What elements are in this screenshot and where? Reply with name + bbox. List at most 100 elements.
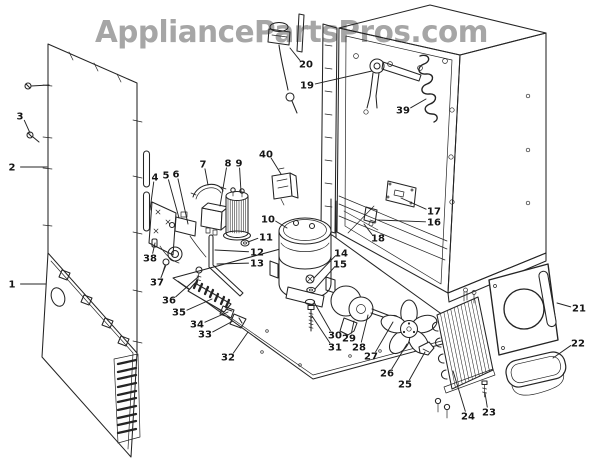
part-number-38: 38: [143, 254, 157, 265]
leader-line-14: [313, 255, 336, 279]
leader-line-28: [360, 314, 369, 343]
leader-line-36: [175, 276, 199, 298]
cover-plate: [385, 180, 417, 208]
part-number-1: 1: [9, 280, 16, 291]
leader-line-10: [275, 220, 288, 229]
part-number-8: 8: [225, 159, 232, 170]
part-number-12: 12: [250, 248, 264, 259]
part-number-2: 2: [9, 163, 16, 174]
part-number-3: 3: [17, 112, 24, 123]
control-bracket-drawing: [148, 167, 299, 329]
bolt-31: [307, 304, 315, 332]
leader-line-6: [177, 178, 189, 225]
part-number-35: 35: [172, 308, 186, 319]
cabinet-drawing: [267, 4, 547, 303]
part-number-33: 33: [198, 330, 212, 341]
clip-25: [418, 341, 435, 356]
part-number-26: 26: [380, 369, 394, 380]
part-number-30: 30: [328, 331, 342, 342]
part-number-20: 20: [299, 60, 313, 71]
leader-line-3: [23, 119, 31, 134]
part-number-19: 19: [300, 81, 314, 92]
part-number-25: 25: [398, 380, 412, 391]
relay-box: [200, 202, 229, 236]
part-number-4: 4: [152, 173, 159, 184]
leader-line-12: [214, 249, 249, 253]
watermark: AppliancePartsPros.com: [95, 15, 488, 50]
leader-line-16: [376, 219, 426, 223]
latch-bracket: [363, 206, 378, 227]
leader-line-32: [232, 331, 249, 354]
leader-line-24: [452, 370, 466, 412]
grommet-14: [305, 274, 315, 284]
screw-36: [195, 266, 203, 285]
leader-line-35: [186, 298, 213, 311]
part-number-29: 29: [342, 334, 356, 345]
leader-line-13: [216, 262, 249, 265]
part-number-21: 21: [572, 304, 586, 315]
part-number-9: 9: [236, 159, 243, 170]
trim-strip: [142, 191, 151, 232]
part-number-37: 37: [150, 278, 164, 289]
leader-line-8: [219, 167, 227, 207]
leader-line-29: [350, 320, 355, 334]
leader-line-4: [149, 181, 155, 211]
leader-line-38: [152, 242, 156, 254]
clamp-34: [219, 305, 235, 319]
part-number-15: 15: [333, 260, 347, 271]
coiled-tube: [418, 54, 438, 123]
lever-part: [366, 58, 422, 109]
part-number-13: 13: [250, 259, 264, 270]
thermostat-part: [267, 13, 305, 114]
trim-strip: [142, 150, 151, 188]
part-number-24: 24: [461, 412, 475, 423]
leader-line-15: [314, 267, 335, 290]
part-number-7: 7: [200, 160, 207, 171]
part-number-27: 27: [364, 352, 378, 363]
part-number-32: 32: [221, 353, 235, 364]
leader-line-18: [363, 223, 373, 235]
front-panel-drawing: [41, 252, 141, 458]
part-number-17: 17: [427, 207, 441, 218]
coil-loops: [431, 321, 448, 380]
capacitor-cylinder: [222, 187, 252, 247]
drain-pan-drawing: [505, 351, 567, 396]
part-number-14: 14: [334, 249, 348, 260]
leader-line-37: [160, 264, 167, 279]
part-number-16: 16: [427, 218, 441, 229]
part-number-10: 10: [261, 215, 275, 226]
part-number-22: 22: [571, 339, 585, 350]
leader-line-7: [204, 168, 209, 186]
washer-30: [304, 298, 316, 306]
leader-line-20: [289, 47, 301, 61]
leader-line-27: [375, 321, 394, 353]
part-number-28: 28: [352, 343, 366, 354]
leader-line-26: [391, 343, 408, 370]
switch-part-40: [271, 167, 299, 206]
washer-15: [306, 286, 316, 294]
part-number-34: 34: [190, 320, 204, 331]
part-number-36: 36: [162, 296, 176, 307]
screw-23: [481, 380, 488, 386]
grommet-11: [240, 239, 250, 247]
leader-line-17: [400, 197, 427, 210]
clamp-part: [190, 183, 227, 200]
terminal-strip-35: [187, 279, 232, 313]
part-number-39: 39: [396, 106, 410, 117]
leader-line-31: [311, 315, 331, 344]
thermostat-switch: [168, 211, 197, 237]
tube-bracket-12-13: [208, 234, 244, 297]
condenser-drawing: [431, 287, 496, 419]
leader-line-21: [556, 302, 572, 308]
side-panel-drawing: [488, 263, 559, 356]
part-number-40: 40: [259, 150, 273, 161]
leader-line-9: [239, 167, 242, 193]
leader-line-19: [314, 70, 373, 85]
fan-assembly-drawing: [330, 285, 438, 356]
part-number-5: 5: [163, 171, 170, 182]
leader-line-5: [167, 179, 180, 219]
part-number-23: 23: [482, 408, 496, 419]
